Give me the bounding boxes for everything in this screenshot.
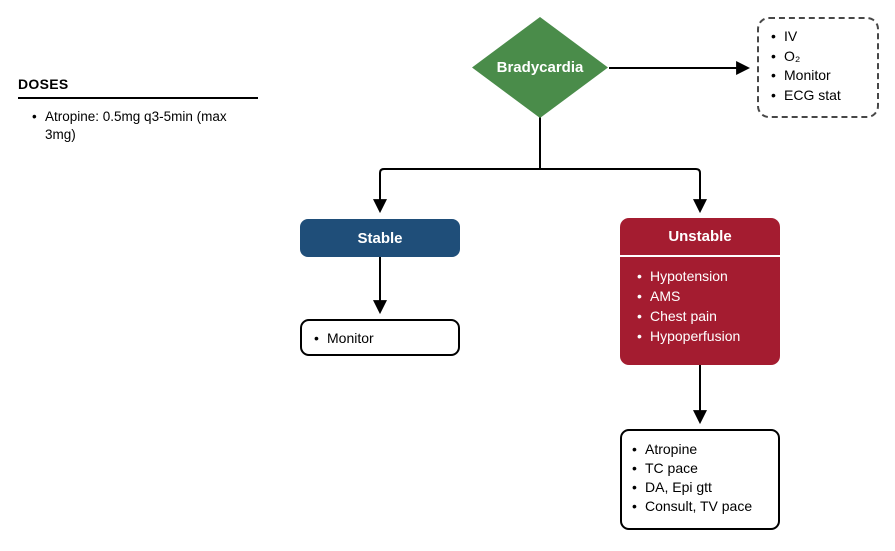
doses-list: Atropine: 0.5mg q3-5min (max 3mg) bbox=[18, 108, 258, 144]
unstable-criteria-list: Hypotension AMS Chest pain Hypoperfusion bbox=[620, 266, 780, 346]
doses-title: DOSES bbox=[18, 76, 258, 99]
initial-actions-list: IV O₂ Monitor ECG stat bbox=[769, 27, 873, 105]
initial-action-item: Monitor bbox=[769, 66, 873, 86]
initial-action-item: O₂ bbox=[769, 47, 873, 67]
stable-actions-list: Monitor bbox=[312, 331, 374, 345]
unstable-action-item: TC pace bbox=[630, 459, 774, 478]
unstable-label: Unstable bbox=[668, 228, 732, 245]
initial-actions-box: IV O₂ Monitor ECG stat bbox=[757, 17, 879, 118]
connector-to-stable bbox=[373, 168, 540, 214]
unstable-header: Unstable bbox=[620, 218, 780, 257]
unstable-action-item: Atropine bbox=[630, 440, 774, 459]
stable-actions-box: Monitor bbox=[300, 319, 460, 356]
initial-action-item: IV bbox=[769, 27, 873, 47]
unstable-criteria-item: Hypoperfusion bbox=[634, 326, 780, 346]
unstable-action-item: Consult, TV pace bbox=[630, 497, 774, 516]
unstable-criteria-item: AMS bbox=[634, 286, 780, 306]
stable-label: Stable bbox=[357, 229, 403, 247]
unstable-action-item: DA, Epi gtt bbox=[630, 478, 774, 497]
bradycardia-label: Bradycardia bbox=[496, 59, 584, 76]
initial-action-item: ECG stat bbox=[769, 86, 873, 106]
stable-action-item: Monitor bbox=[312, 331, 374, 345]
connector-to-unstable bbox=[540, 168, 707, 214]
unstable-node: Unstable Hypotension AMS Chest pain Hypo… bbox=[620, 218, 780, 365]
unstable-actions-list: Atropine TC pace DA, Epi gtt Consult, TV… bbox=[630, 440, 774, 516]
doses-item: Atropine: 0.5mg q3-5min (max 3mg) bbox=[30, 108, 258, 144]
unstable-criteria-item: Hypotension bbox=[634, 266, 780, 286]
unstable-actions-box: Atropine TC pace DA, Epi gtt Consult, TV… bbox=[620, 429, 780, 530]
doses-panel: DOSES Atropine: 0.5mg q3-5min (max 3mg) bbox=[18, 76, 258, 144]
stable-node: Stable bbox=[300, 219, 460, 257]
unstable-criteria-item: Chest pain bbox=[634, 306, 780, 326]
bradycardia-decision-node: Bradycardia bbox=[472, 17, 608, 118]
